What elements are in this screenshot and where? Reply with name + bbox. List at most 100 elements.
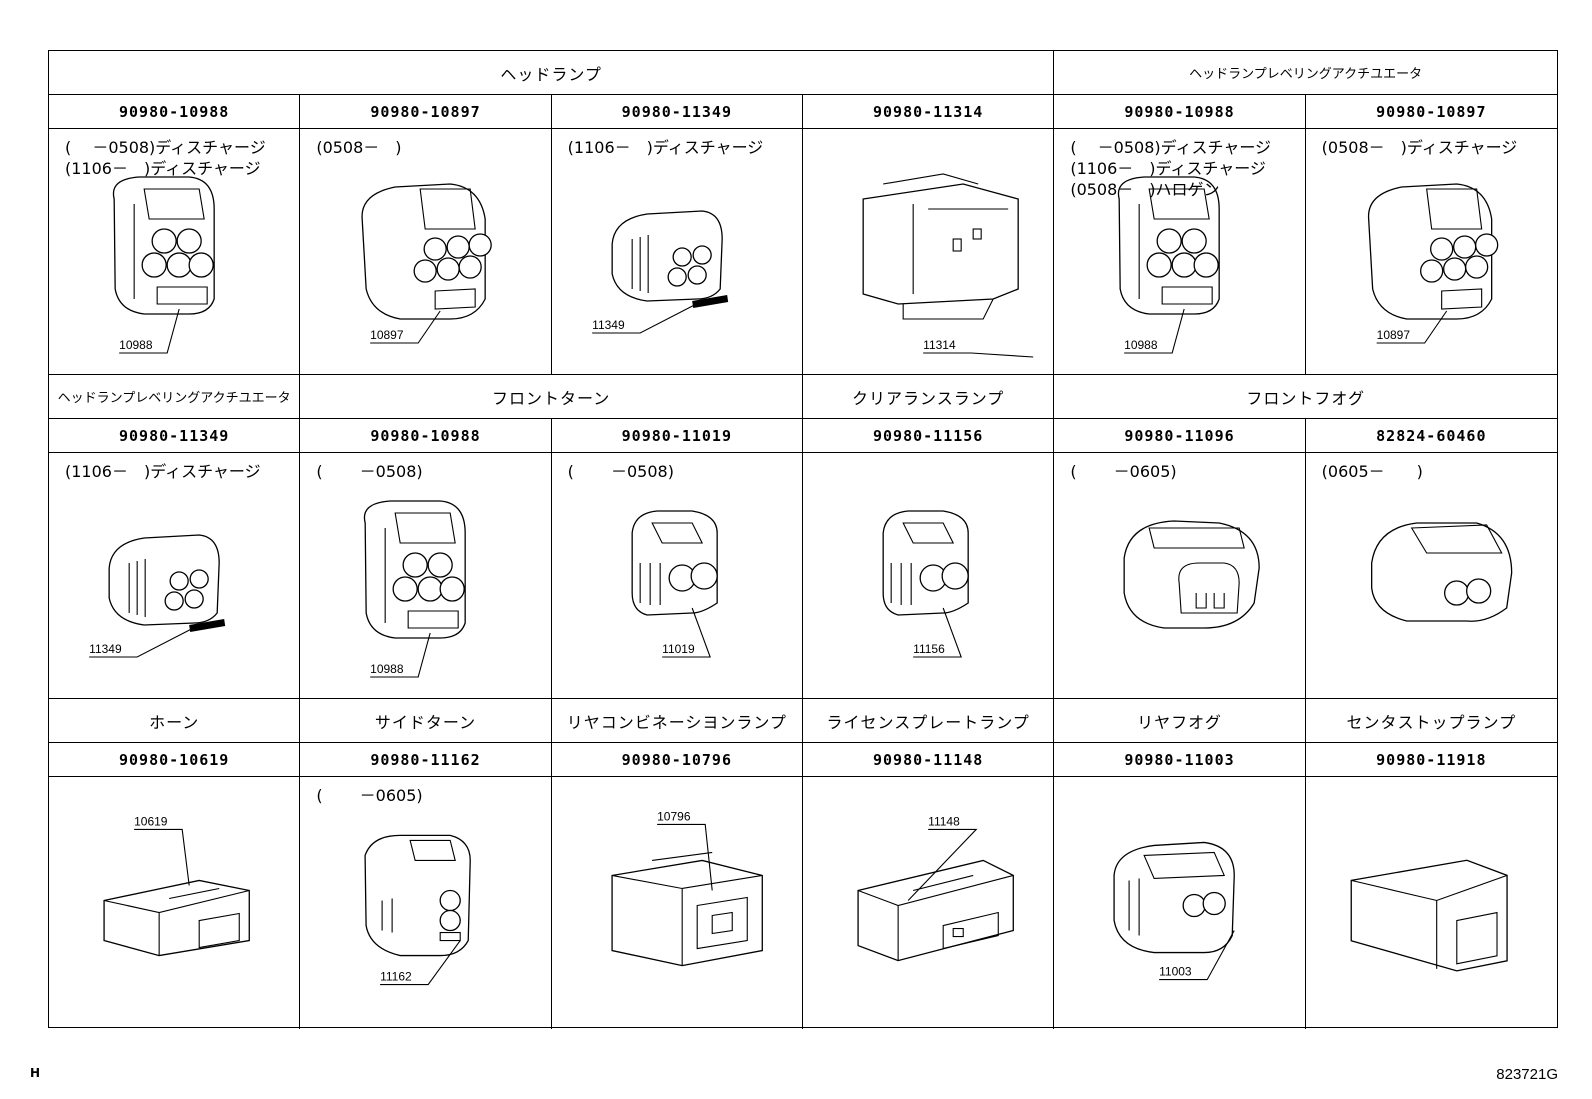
part-suffix-label: 11349 [89,642,122,656]
connector-drawing: 11162 [364,834,472,986]
part-number: 90980-10988 [300,419,552,453]
connector-cell: 11349 (1106－ )ディスチャージ [49,453,301,699]
part-number: 90980-11019 [551,419,803,453]
part-suffix-label: 11003 [1159,965,1192,979]
part-suffix-label: 11156 [913,642,945,656]
section-header: センタストップランプ [1305,699,1557,743]
connector-drawing: 11156 [882,510,969,658]
connector-drawing: 11148 [857,814,1014,962]
applicability-note: (1106－ )ディスチャージ [567,138,764,157]
connector-cell: 11349 (1106－ )ディスチャージ [551,129,803,375]
leader-line [380,940,461,986]
leader-line [656,823,713,891]
section-header: ライセンスプレートランプ [802,699,1055,743]
section-header: リヤフオグ [1054,699,1306,743]
section-header: ヘッドランプレベリングアクチユエータ [1054,51,1557,95]
part-number: 82824-60460 [1305,419,1557,453]
leader-line [1159,930,1236,981]
connector-drawing: 11003 [1113,841,1236,981]
connector-cell: 11162 ( －0605) [300,777,552,1029]
part-number: 90980-11148 [802,743,1055,777]
connector-drawing [1123,520,1261,629]
connector-cell: ( －0605) [1054,453,1306,699]
connector-cell: 11314 [802,129,1055,375]
part-suffix-label: 11148 [928,814,960,828]
connector-cell: 11156 [802,453,1055,699]
leader-line [119,308,180,354]
section-header: ヘッドランプ [49,51,1055,95]
connector-drawing: 11314 [862,173,1034,358]
applicability-note: (0508－ ) [316,138,402,157]
part-number: 90980-11003 [1054,743,1306,777]
leader-line [89,624,200,658]
connector-drawing: 10796 [611,809,763,967]
part-number: 90980-11918 [1305,743,1557,777]
part-number: 90980-11162 [300,743,552,777]
connector-cell: 11003 [1054,777,1306,1029]
connector-cell: 11019( －0508) [551,453,803,699]
connector-drawing: 10619 [103,814,250,957]
connector-drawing: 11019 [631,510,718,658]
connector-drawing: 10897 [361,183,493,344]
section-header: クリアランスランプ [802,375,1055,419]
connector-drawing: 10988 [1118,176,1221,354]
part-number: 90980-11156 [802,419,1055,453]
leader-line [591,300,703,334]
section-header: フロントフオグ [1054,375,1557,419]
applicability-note: ( －0508) [316,462,423,481]
connector-cell: 10897 (0508－ ) [300,129,552,375]
part-number: 90980-10988 [49,95,301,129]
leader-line [661,607,711,658]
part-suffix-label: 10988 [119,338,153,352]
connector-drawing: 10897 [1367,183,1498,344]
connector-drawing [1350,859,1508,972]
leader-line [1124,308,1186,354]
connector-drawing: 11349 [89,534,226,658]
connector-drawing: 10988 [112,176,215,354]
part-suffix-label: 10796 [657,809,691,823]
applicability-note: (1106－ )ディスチャージ [65,462,261,481]
part-suffix-label: 11019 [662,642,695,656]
part-number: 90980-10897 [300,95,552,129]
applicability-note: ( －0508)ディスチャージ (1106－ )ディスチャージ (0508－ )… [1070,138,1272,199]
applicability-note: ( －0605) [1070,462,1177,481]
applicability-note: ( －0605) [316,786,423,805]
applicability-note: (0605－ ) [1321,462,1423,481]
connector-cell [1306,777,1557,1029]
leader-line [134,828,190,886]
connector-cell: 11148 [803,777,1055,1029]
part-suffix-label: 10988 [1124,338,1158,352]
connector-cell: 10619 [49,777,301,1029]
section-header: ヘッドランプレベリングアクチユエータ [49,375,301,419]
connector-cell: (0605－ ) [1305,453,1557,699]
illustration-number: 823721G [1496,1066,1558,1083]
connector-cell: 10796 [552,777,803,1029]
part-number: 90980-11349 [49,419,301,453]
connector-cell: 10988( －0508)ディスチャージ (1106－ )ディスチャージ [49,129,301,375]
section-header: リヤコンビネーシヨンランプ [551,699,803,743]
leader-line [923,352,1034,358]
leader-line [1376,310,1447,344]
part-number: 90980-11096 [1054,419,1306,453]
part-suffix-label: 11349 [592,318,625,332]
part-suffix-label: 10988 [370,662,404,676]
part-number: 90980-10988 [1054,95,1306,129]
part-suffix-label: 11162 [380,970,412,984]
part-number: 90980-11314 [802,95,1055,129]
connector-drawing: 10988 [364,500,467,678]
part-number: 90980-10897 [1305,95,1557,129]
connector-drawing [1370,522,1512,622]
footer-mark: H [30,1066,41,1080]
connector-drawing: 11349 [591,210,728,334]
part-suffix-label: 10897 [1376,328,1410,342]
section-header: サイドターン [300,699,552,743]
part-number: 90980-11349 [551,95,803,129]
applicability-note: (0508－ )ディスチャージ [1321,138,1518,157]
connector-cell: 10897 (0508－ )ディスチャージ [1305,129,1557,375]
part-number: 90980-10796 [551,743,803,777]
part-suffix-label: 10897 [370,328,404,342]
leader-line [370,632,432,678]
leader-line [370,310,441,344]
part-suffix-label: 10619 [134,814,168,828]
